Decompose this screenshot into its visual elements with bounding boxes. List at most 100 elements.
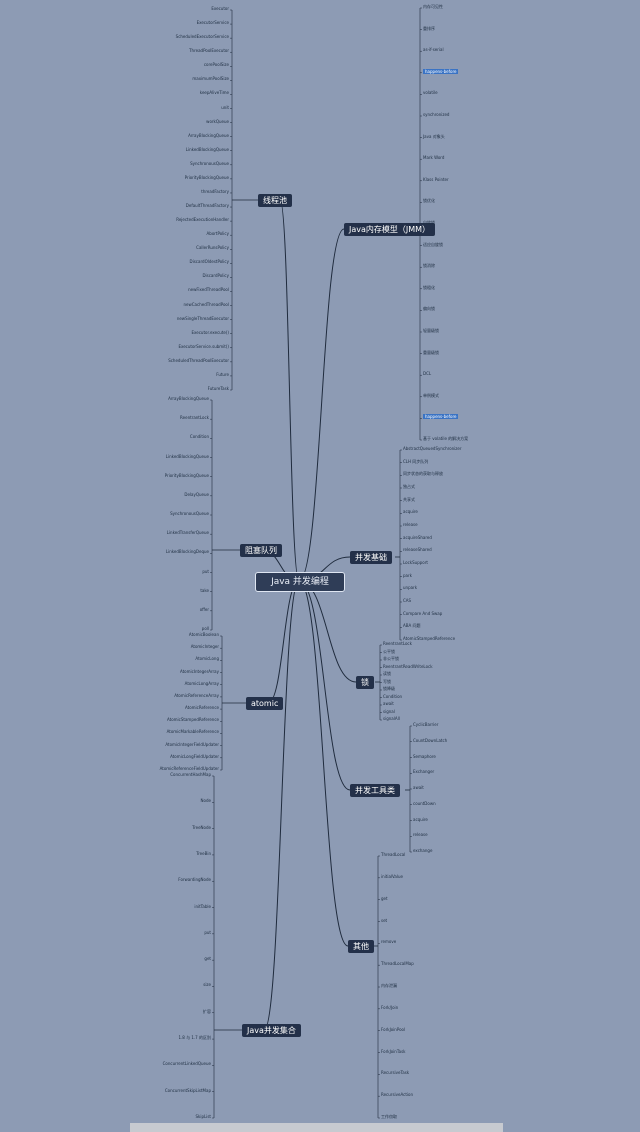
leaf-right-other-8[interactable]: ForkJoinPool [381,1026,406,1032]
leaf-right-jmm-19[interactable]: happens-before [423,414,459,420]
leaf-right-jmm-3[interactable]: happens-before [423,68,459,74]
leaf-left-queues-6[interactable]: SynchronousQueue [170,511,209,516]
leaf-left-threadpool-26[interactable]: Future [216,371,229,377]
leaf-right-locks-3[interactable]: ReentrantReadWriteLock [383,663,433,669]
leaf-right-tools-0[interactable]: CyclicBarrier [413,722,439,727]
leaf-left-threadpool-10[interactable]: LinkedBlockingQueue [185,146,229,152]
branch-threadpool[interactable]: 线程池 [258,194,292,207]
leaf-right-basics-8[interactable]: releaseShared [403,547,432,553]
leaf-right-jmm-18[interactable]: 单例模式 [423,392,439,398]
leaf-left-threadpool-5[interactable]: maximumPoolSize [192,76,229,82]
leaf-left-threadpool-4[interactable]: corePoolSize [203,62,229,68]
leaf-left-queues-1[interactable]: ReentrantLock [180,415,209,421]
leaf-left-threadpool-8[interactable]: workQueue [206,118,229,124]
horizontal-scrollbar[interactable] [130,1123,503,1132]
leaf-left-collections-5[interactable]: initTable [194,903,211,909]
leaf-right-jmm-13[interactable]: 锁粗化 [423,284,435,290]
leaf-right-other-6[interactable]: 内存泄漏 [381,983,397,988]
leaf-left-collections-4[interactable]: ForwardingNode [178,877,211,883]
leaf-left-atomic-3[interactable]: AtomicIntegerArray [179,668,219,674]
leaf-right-basics-1[interactable]: CLH 同步队列 [403,458,429,464]
leaf-left-atomic-11[interactable]: AtomicReferenceFieldUpdater [159,766,219,771]
leaf-left-threadpool-11[interactable]: SynchronousQueue [190,160,229,166]
leaf-left-atomic-4[interactable]: AtomicLongArray [184,680,219,686]
leaf-right-locks-7[interactable]: Condition [383,693,403,699]
branch-jmm[interactable]: Java内存模型（JMM） [344,223,436,236]
leaf-right-jmm-1[interactable]: 重排序 [423,25,435,31]
leaf-left-queues-5[interactable]: DelayQueue [184,491,209,497]
branch-concurrent-collections[interactable]: Java并发集合 [242,1024,301,1037]
leaf-left-collections-11[interactable]: ConcurrentLinkedQueue [162,1061,211,1067]
leaf-left-threadpool-25[interactable]: ScheduledThreadPoolExecutor [168,357,229,363]
leaf-right-basics-2[interactable]: 同步状态的获取与释放 [403,471,443,477]
leaf-left-threadpool-15[interactable]: RejectedExecutionHandler [176,217,229,223]
leaf-left-queues-0[interactable]: ArrayBlockingQueue [168,396,209,401]
leaf-left-threadpool-20[interactable]: newFixedThreadPool [188,287,229,293]
leaf-right-basics-12[interactable]: CAS [403,598,412,603]
leaf-right-basics-9[interactable]: LockSupport [403,560,428,565]
leaf-right-locks-0[interactable]: ReentrantLock [383,641,412,646]
leaf-right-other-1[interactable]: initialValue [381,873,403,879]
leaf-left-atomic-10[interactable]: AtomicLongFieldUpdater [170,753,219,759]
leaf-left-atomic-1[interactable]: AtomicInteger [190,644,219,650]
leaf-right-tools-8[interactable]: exchange [413,848,433,853]
leaf-left-collections-6[interactable]: put [204,929,211,935]
leaf-right-other-12[interactable]: 工作窃取 [381,1114,397,1119]
leaf-right-other-5[interactable]: ThreadLocalMap [381,961,414,967]
leaf-right-locks-9[interactable]: signal [383,708,395,714]
leaf-left-queues-9[interactable]: put [202,568,209,574]
leaf-left-threadpool-14[interactable]: DefaultThreadFactory [185,203,229,209]
leaf-left-threadpool-12[interactable]: PriorityBlockingQueue [184,174,229,180]
leaf-right-basics-15[interactable]: AtomicStampedReference [403,636,456,641]
leaf-left-queues-10[interactable]: take [200,587,209,593]
leaf-right-basics-5[interactable]: acquire [403,509,418,515]
leaf-left-queues-11[interactable]: offer [199,606,209,612]
leaf-left-threadpool-3[interactable]: ThreadPoolExecutor [189,48,229,54]
leaf-right-jmm-2[interactable]: as-if-serial [423,47,444,53]
leaf-left-threadpool-16[interactable]: AbortPolicy [206,231,229,237]
leaf-left-collections-9[interactable]: 扩容 [203,1008,211,1014]
leaf-left-queues-2[interactable]: Condition [189,434,209,440]
leaf-left-queues-3[interactable]: LinkedBlockingQueue [165,453,209,459]
leaf-left-collections-0[interactable]: ConcurrentHashMap [170,772,211,777]
leaf-right-other-0[interactable]: ThreadLocal [381,852,406,857]
leaf-right-jmm-0[interactable]: 内存可见性 [423,4,443,9]
leaf-right-tools-4[interactable]: await [413,785,424,790]
leaf-left-threadpool-27[interactable]: FutureTask [207,386,229,391]
leaf-right-locks-4[interactable]: 读锁 [383,671,391,676]
leaf-left-atomic-5[interactable]: AtomicReferenceArray [174,692,219,698]
branch-concurrency-tools[interactable]: 并发工具类 [350,784,400,797]
branch-concurrency-basics[interactable]: 并发基础 [350,551,392,564]
leaf-left-collections-13[interactable]: SkipList [195,1114,212,1119]
leaf-right-tools-5[interactable]: countDown [413,800,436,806]
leaf-right-locks-6[interactable]: 锁降级 [383,686,395,691]
leaf-left-threadpool-9[interactable]: ArrayBlockingQueue [188,132,229,138]
leaf-right-jmm-9[interactable]: 锁优化 [423,198,435,204]
leaf-left-collections-8[interactable]: size [203,982,211,988]
leaf-right-jmm-12[interactable]: 锁消除 [423,263,435,269]
leaf-left-collections-12[interactable]: ConcurrentSkipListMap [164,1087,211,1093]
leaf-right-other-4[interactable]: remove [381,939,397,945]
leaf-right-jmm-11[interactable]: 适应自旋锁 [423,241,443,247]
leaf-left-threadpool-1[interactable]: ExecutorService [196,20,229,26]
branch-blocking-queue[interactable]: 阻塞队列 [240,544,282,557]
leaf-right-basics-11[interactable]: unpark [403,585,418,591]
leaf-left-threadpool-22[interactable]: newSingleThreadExecutor [176,315,229,321]
leaf-left-queues-7[interactable]: LinkedTransferQueue [166,530,209,536]
leaf-left-atomic-6[interactable]: AtomicReference [184,705,219,711]
branch-atomic[interactable]: atomic [246,697,284,710]
leaf-left-atomic-0[interactable]: AtomicBoolean [188,632,219,637]
leaf-left-atomic-8[interactable]: AtomicMarkableReference [166,729,219,735]
leaf-left-threadpool-19[interactable]: DiscardPolicy [202,273,229,279]
leaf-left-threadpool-18[interactable]: DiscardOldestPolicy [189,259,229,265]
leaf-left-queues-8[interactable]: LinkedBlockingDeque [165,549,209,555]
leaf-right-other-2[interactable]: get [381,895,388,901]
leaf-left-atomic-7[interactable]: AtomicStampedReference [166,717,219,723]
leaf-left-collections-3[interactable]: TreeBin [196,850,211,856]
leaf-right-jmm-6[interactable]: Java 对象头 [423,133,445,139]
root-node[interactable]: Java 并发编程 [255,572,345,592]
leaf-right-locks-8[interactable]: await [383,701,394,706]
leaf-left-queues-4[interactable]: PriorityBlockingQueue [164,472,209,478]
leaf-right-jmm-14[interactable]: 偏向锁 [423,306,435,312]
leaf-right-basics-3[interactable]: 独占式 [403,484,415,489]
